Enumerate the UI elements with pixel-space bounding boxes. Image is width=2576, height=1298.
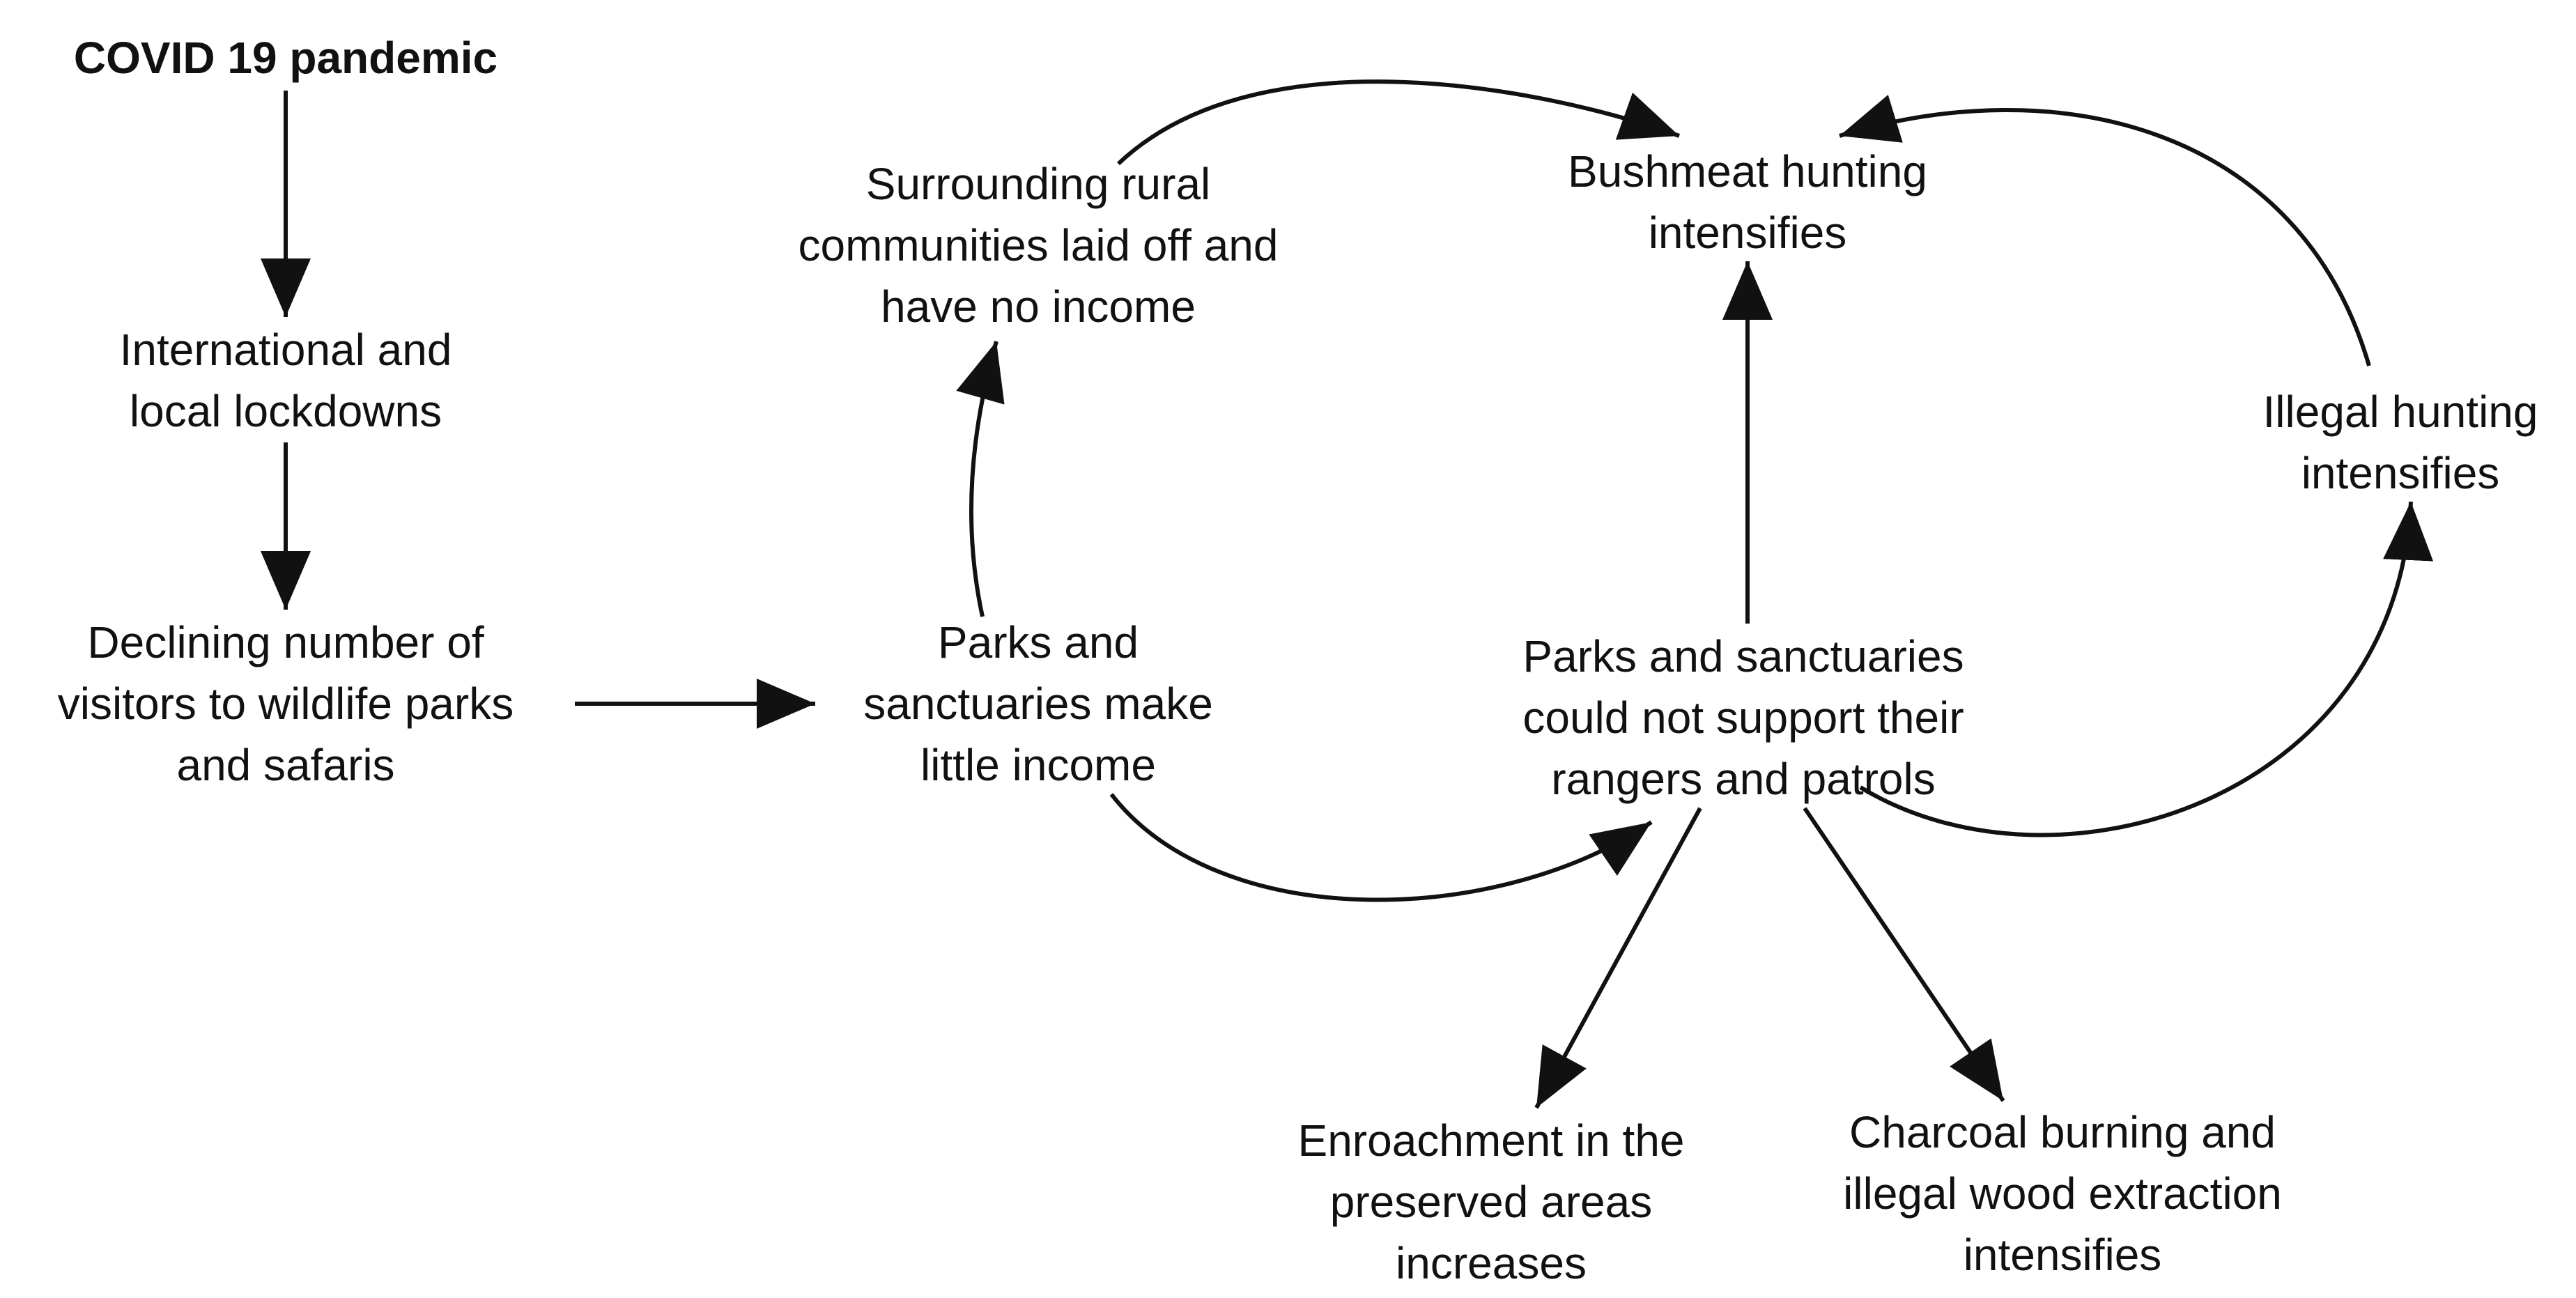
edge-rural-communities-to-bushmeat	[1116, 79, 1681, 166]
node-rangers-patrols-line-3: rangers and patrols	[1551, 754, 1936, 804]
node-covid-pandemic-line-1: COVID 19 pandemic	[73, 33, 498, 83]
edge-rangers-to-illegal-hunting	[1859, 501, 2433, 837]
node-bushmeat-hunting-line-2: intensifies	[1648, 208, 1847, 258]
node-rangers-patrols-line-1: Parks and sanctuaries	[1522, 631, 1964, 681]
node-declining-visitors: Declining number of visitors to wildlife…	[58, 612, 514, 796]
node-lockdowns-line-2: local lockdowns	[129, 386, 442, 436]
node-declining-visitors-line-2: visitors to wildlife parks	[57, 679, 514, 729]
node-parks-income-line-2: sanctuaries make	[863, 679, 1213, 729]
node-lockdowns: International and local lockdowns	[120, 319, 452, 442]
node-charcoal-burning-line-1: Charcoal burning and	[1849, 1107, 2276, 1157]
edge-parks-income-to-rangers	[1109, 793, 1653, 902]
node-illegal-hunting-line-2: intensifies	[2301, 448, 2500, 498]
edge-rangers-to-encroachment	[1534, 807, 1702, 1109]
node-illegal-hunting: Illegal hunting intensifies	[2263, 381, 2538, 504]
node-encroachment-line-2: preserved areas	[1329, 1177, 1653, 1227]
edge-rangers-to-charcoal	[1803, 807, 2005, 1102]
node-declining-visitors-line-1: Declining number of	[87, 617, 484, 667]
node-encroachment: Enroachment in the preserved areas incre…	[1298, 1110, 1685, 1294]
node-charcoal-burning-line-2: illegal wood extraction	[1843, 1168, 2282, 1219]
node-encroachment-line-1: Enroachment in the	[1297, 1115, 1685, 1166]
node-rural-communities: Surrounding rural communities laid off a…	[799, 153, 1279, 337]
edge-parks-income-to-rural-communities	[956, 341, 1005, 617]
node-lockdowns-line-1: International and	[119, 325, 452, 375]
node-illegal-hunting-line-1: Illegal hunting	[2262, 387, 2538, 437]
edge-illegal-hunting-to-bushmeat	[1839, 95, 2371, 366]
node-parks-income: Parks and sanctuaries make little income	[863, 612, 1213, 796]
node-bushmeat-hunting: Bushmeat hunting intensifies	[1568, 141, 1927, 263]
node-parks-income-line-1: Parks and	[937, 617, 1139, 667]
node-encroachment-line-3: increases	[1396, 1238, 1587, 1288]
node-charcoal-burning-line-3: intensifies	[1963, 1230, 2162, 1280]
node-rural-communities-line-1: Surrounding rural	[865, 159, 1211, 209]
node-covid-pandemic: COVID 19 pandemic	[74, 27, 498, 88]
node-rangers-patrols: Parks and sanctuaries could not support …	[1522, 626, 1964, 810]
node-bushmeat-hunting-line-1: Bushmeat hunting	[1568, 146, 1927, 196]
node-rural-communities-line-3: have no income	[881, 281, 1196, 332]
node-rural-communities-line-2: communities laid off and	[798, 220, 1279, 270]
node-parks-income-line-3: little income	[920, 740, 1156, 790]
node-rangers-patrols-line-2: could not support their	[1522, 693, 1964, 743]
node-charcoal-burning: Charcoal burning and illegal wood extrac…	[1843, 1102, 2282, 1285]
node-declining-visitors-line-3: and safaris	[176, 740, 395, 790]
